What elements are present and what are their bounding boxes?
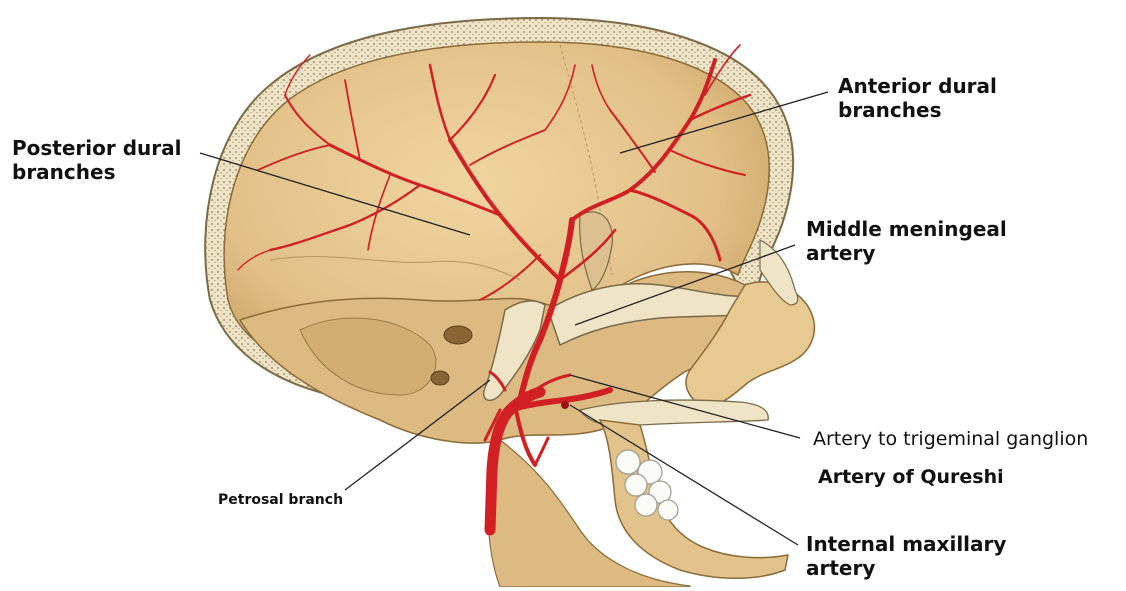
label-artery-of-qureshi: Artery of Qureshi: [818, 466, 1004, 489]
label-middle-meningeal-line1: Middle meningeal: [806, 217, 1007, 241]
label-posterior-dural-line2: branches: [12, 160, 181, 184]
foramen: [431, 371, 449, 385]
label-posterior-dural-branches: Posterior dural branches: [12, 136, 181, 185]
label-anterior-dural-line2: branches: [838, 98, 997, 122]
label-anterior-dural-branches: Anterior dural branches: [838, 74, 997, 123]
label-petrosal-branch: Petrosal branch: [218, 492, 343, 509]
foramen: [444, 326, 472, 344]
label-middle-meningeal-line2: artery: [806, 241, 1007, 265]
label-internal-maxillary-artery: Internal maxillary artery: [806, 532, 1006, 581]
label-posterior-dural-line1: Posterior dural: [12, 136, 181, 160]
trigeminal-branch-point: [561, 401, 569, 409]
label-anterior-dural-line1: Anterior dural: [838, 74, 997, 98]
label-internal-maxillary-line2: artery: [806, 556, 1006, 580]
label-middle-meningeal-artery: Middle meningeal artery: [806, 217, 1007, 266]
label-artery-to-trigeminal-ganglion: Artery to trigeminal ganglion: [813, 428, 1088, 451]
label-internal-maxillary-line1: Internal maxillary: [806, 532, 1006, 556]
mandible: [600, 420, 788, 578]
